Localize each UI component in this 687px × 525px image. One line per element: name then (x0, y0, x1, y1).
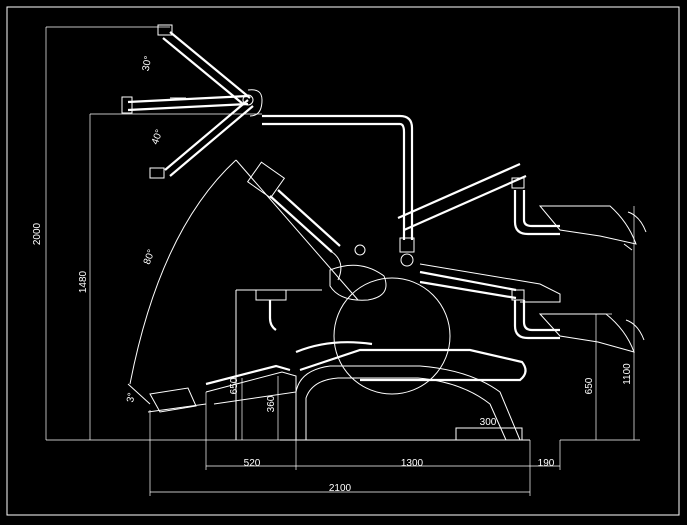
dim-foot-plate: 300 (480, 417, 497, 428)
dim-total-height: 2000 (32, 222, 43, 245)
dim-seat-width: 520 (244, 458, 261, 469)
dim-column-height: 1480 (78, 270, 89, 293)
cuspidor (235, 289, 322, 440)
dim-tray-offset: 190 (538, 458, 555, 469)
angle-lamp-up: 30° (141, 55, 154, 72)
dimension-lines (45, 26, 640, 496)
dim-overall-length: 2100 (329, 483, 352, 494)
drawing-frame (6, 6, 680, 516)
dim-seat-height: 360 (266, 395, 277, 412)
operating-lamp (121, 24, 263, 179)
dim-base-length: 1300 (401, 458, 424, 469)
angle-lamp-down: 40° (150, 128, 166, 146)
upper-boom (262, 114, 415, 267)
chair-base (280, 277, 530, 441)
tray-arm (397, 162, 647, 251)
swing-arc (129, 159, 237, 385)
dim-bracket-height: 650 (584, 377, 595, 394)
dental-chair (127, 341, 527, 413)
dim-backrest-height: 650 (229, 377, 240, 394)
angle-headrest: 3° (125, 392, 137, 403)
angle-arc: 80° (142, 248, 158, 266)
handpiece-holder (246, 161, 387, 301)
dim-tray-height: 1100 (622, 363, 633, 385)
instrument-arm (419, 263, 645, 353)
